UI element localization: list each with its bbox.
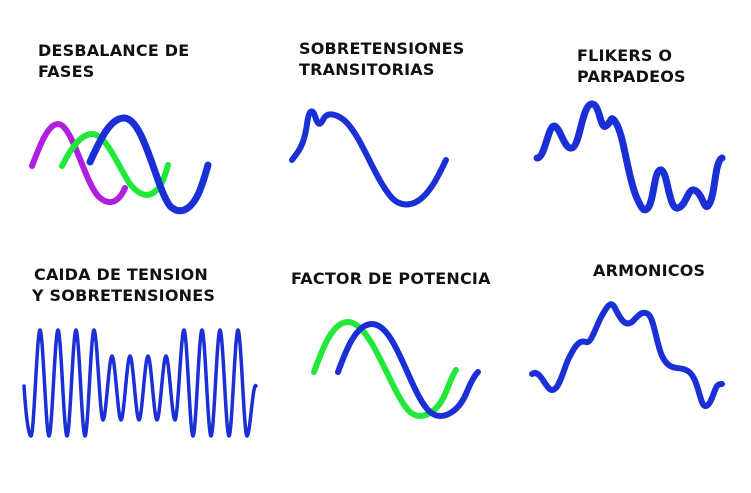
waveform-group-armonicos xyxy=(529,301,725,410)
waveform-group-desbalance xyxy=(29,114,212,215)
sag-swell-wave xyxy=(22,328,258,438)
title-caida-de-tension: CAIDA DE TENSION Y SOBRETENSIONES xyxy=(32,264,215,306)
waveform-group-sobretensiones xyxy=(289,108,449,208)
harmonic-wave xyxy=(529,301,725,410)
phase-wave-blue xyxy=(86,114,212,215)
title-line: PARPADEOS xyxy=(577,67,686,86)
title-line: FASES xyxy=(38,62,95,81)
voltage-wave-blue xyxy=(335,321,481,419)
title-line: Y SOBRETENSIONES xyxy=(32,286,216,305)
title-line: FACTOR DE POTENCIA xyxy=(291,269,491,288)
current-wave-green xyxy=(311,319,459,419)
transient-wave xyxy=(289,108,449,208)
title-factor-de-potencia: FACTOR DE POTENCIA xyxy=(291,268,491,289)
title-line: DESBALANCE DE xyxy=(38,41,190,60)
phase-wave-green xyxy=(59,131,171,198)
title-line: ARMONICOS xyxy=(593,261,706,280)
waveform-group-caida xyxy=(22,328,258,438)
waveform-group-flikers xyxy=(533,100,726,214)
title-sobretensiones-transitorias: SOBRETENSIONES TRANSITORIAS xyxy=(299,38,465,80)
title-armonicos: ARMONICOS xyxy=(593,260,705,281)
title-desbalance-de-fases: DESBALANCE DE FASES xyxy=(38,40,189,82)
title-line: CAIDA DE TENSION xyxy=(34,265,208,284)
waveform-group-factor xyxy=(311,319,481,419)
flicker-wave xyxy=(533,100,726,214)
title-line: TRANSITORIAS xyxy=(299,60,435,79)
title-line: SOBRETENSIONES xyxy=(299,39,465,58)
phase-wave-purple xyxy=(29,121,128,206)
title-line: FLIKERS O xyxy=(577,46,673,65)
title-flikers-o-parpadeos: FLIKERS O PARPADEOS xyxy=(577,45,686,87)
